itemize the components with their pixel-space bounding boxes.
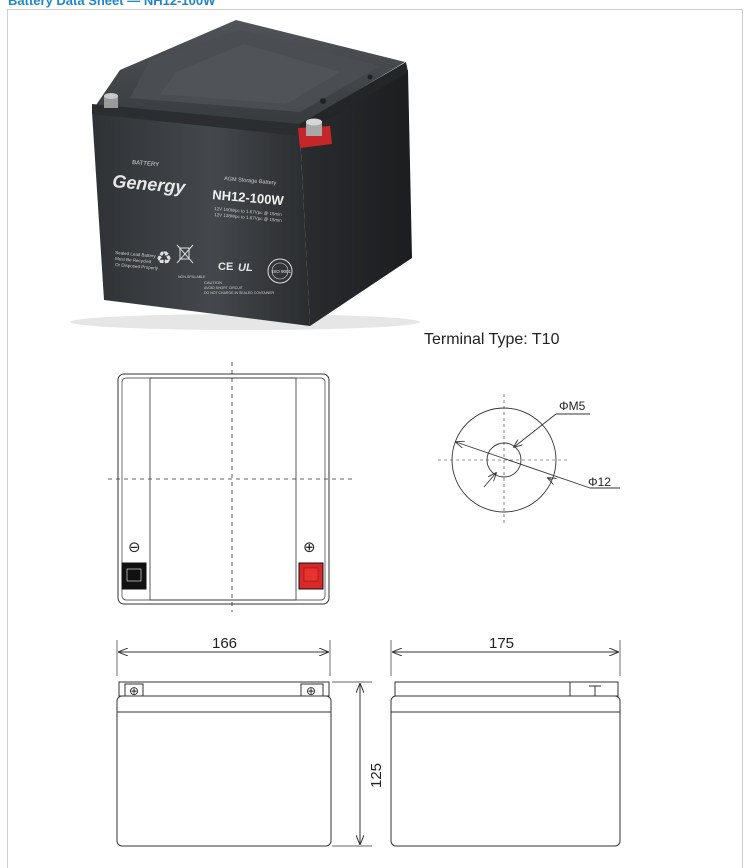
battery-photo: BATTERY Genergy AGM Storage Battery NH12…: [70, 20, 420, 330]
battery-rating-line2: 12V 138Wpc to 1.67Vpc @ 15min: [214, 212, 283, 223]
page-header-title: Battery Data Sheet — NH12-100W: [8, 0, 216, 8]
front-negative-terminal-symbol: ⊕: [129, 684, 139, 698]
battery-caution-line1: AVOID SHORT CIRCUIT: [204, 286, 244, 290]
battery-brand-small: BATTERY: [132, 160, 160, 168]
battery-side-text3: Or Disposed Properly: [115, 262, 159, 271]
front-view-drawing: [116, 640, 332, 847]
height-dimension: [332, 681, 372, 847]
no-trash-icon: [176, 244, 194, 264]
terminal-bolt-label: ΦM5: [559, 399, 586, 413]
dimension-height: 125: [368, 763, 385, 788]
iso-seal: ISO 9001: [267, 258, 293, 284]
battery-caution-line2: DO NOT CHARGE IN SEALED CONTAINER: [204, 291, 275, 295]
battery-type-label: AGM Storage Battery: [224, 176, 277, 187]
dimension-width: 175: [489, 635, 514, 652]
battery-rating-line1: 12V 100Wpc to 1.67Vpc @ 15min: [214, 206, 283, 217]
battery-positive-terminal: [298, 118, 332, 148]
battery-negative-terminal: [104, 93, 118, 108]
svg-text:♻: ♻: [156, 248, 172, 268]
battery-non-spillable: NON-SPILLABLE: [178, 275, 206, 279]
battery-side-text1: Sealed Lead Battery: [115, 250, 157, 259]
battery-model: NH12-100W: [212, 187, 285, 208]
content-frame: [7, 9, 743, 868]
page-header: Battery Data Sheet — NH12-100W: [0, 0, 752, 8]
ce-mark: CE: [218, 261, 233, 273]
terminal-outer-label: Φ12: [588, 475, 611, 489]
iso-mark: ISO 9001: [272, 269, 292, 274]
battery-caution-title: CAUTION: [204, 280, 222, 285]
terminal-type-title: Terminal Type: T10: [424, 331, 560, 348]
top-view-drawing: [108, 362, 356, 612]
negative-symbol: ⊖: [128, 539, 141, 556]
dimension-length: 166: [212, 635, 237, 652]
recycle-icon: ♻: [156, 248, 172, 268]
front-positive-terminal-symbol: ⊕: [306, 684, 316, 698]
ul-mark: UL: [238, 262, 253, 274]
battery-side-text2: Must Be Recycled: [115, 256, 152, 264]
positive-symbol: ⊕: [303, 539, 316, 556]
side-view-drawing: [390, 640, 621, 847]
terminal-detail-drawing: [438, 394, 620, 526]
